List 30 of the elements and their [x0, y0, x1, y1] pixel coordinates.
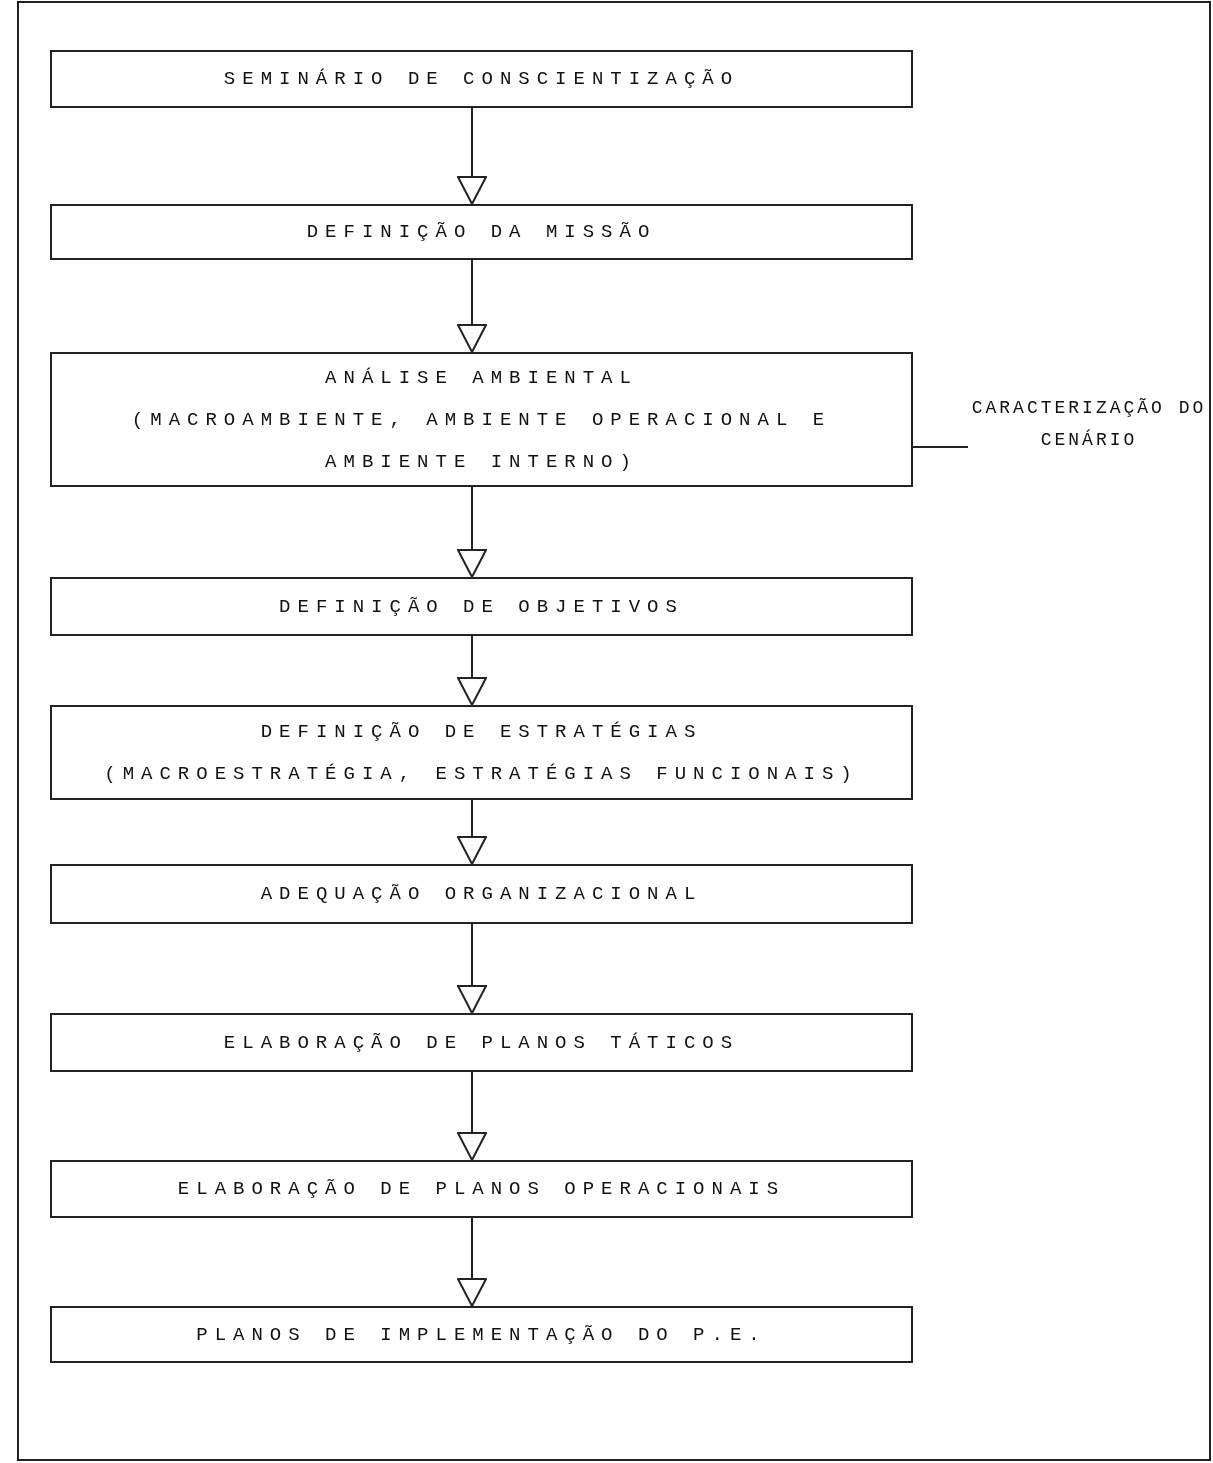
step-label: (MACROAMBIENTE, AMBIENTE OPERACIONAL E AMBIENTE INTERNO) [130, 407, 833, 475]
side-label: CARACTERIZAÇÃO DO CENÁRIO [970, 397, 1208, 452]
arrow [457, 923, 487, 1014]
arrow [457, 799, 487, 865]
step-label: DEFINIÇÃO DE ESTRATÉGIAS [260, 719, 703, 745]
arrow [457, 1071, 487, 1161]
step-label: DEFINIÇÃO DE OBJETIVOS [279, 594, 684, 620]
process-box [50, 1160, 913, 1218]
step-label: ANÁLISE AMBIENTAL [325, 365, 638, 391]
process-box [50, 864, 913, 924]
leader-line [912, 446, 969, 448]
arrow [457, 107, 487, 205]
step-label: ELABORAÇÃO DE PLANOS TÁTICOS [223, 1030, 740, 1056]
step-label: PLANOS DE IMPLEMENTAÇÃO DO P.E. [196, 1322, 767, 1348]
process-box [50, 1306, 913, 1363]
process-box [50, 352, 913, 487]
process-box [50, 705, 913, 800]
process-box [50, 1013, 913, 1072]
arrow [457, 486, 487, 578]
arrow [457, 1217, 487, 1307]
step-label: (MACROESTRATÉGIA, ESTRATÉGIAS FUNCIONAIS) [104, 761, 859, 787]
arrow [457, 259, 487, 353]
arrow [457, 635, 487, 706]
step-label: SEMINÁRIO DE CONSCIENTIZAÇÃO [223, 67, 740, 92]
process-box [50, 577, 913, 636]
step-label: ELABORAÇÃO DE PLANOS OPERACIONAIS [177, 1177, 786, 1202]
process-box [50, 204, 913, 260]
process-box [50, 50, 913, 108]
step-label: DEFINIÇÃO DA MISSÃO [306, 220, 657, 245]
step-label: ADEQUAÇÃO ORGANIZACIONAL [260, 882, 703, 907]
